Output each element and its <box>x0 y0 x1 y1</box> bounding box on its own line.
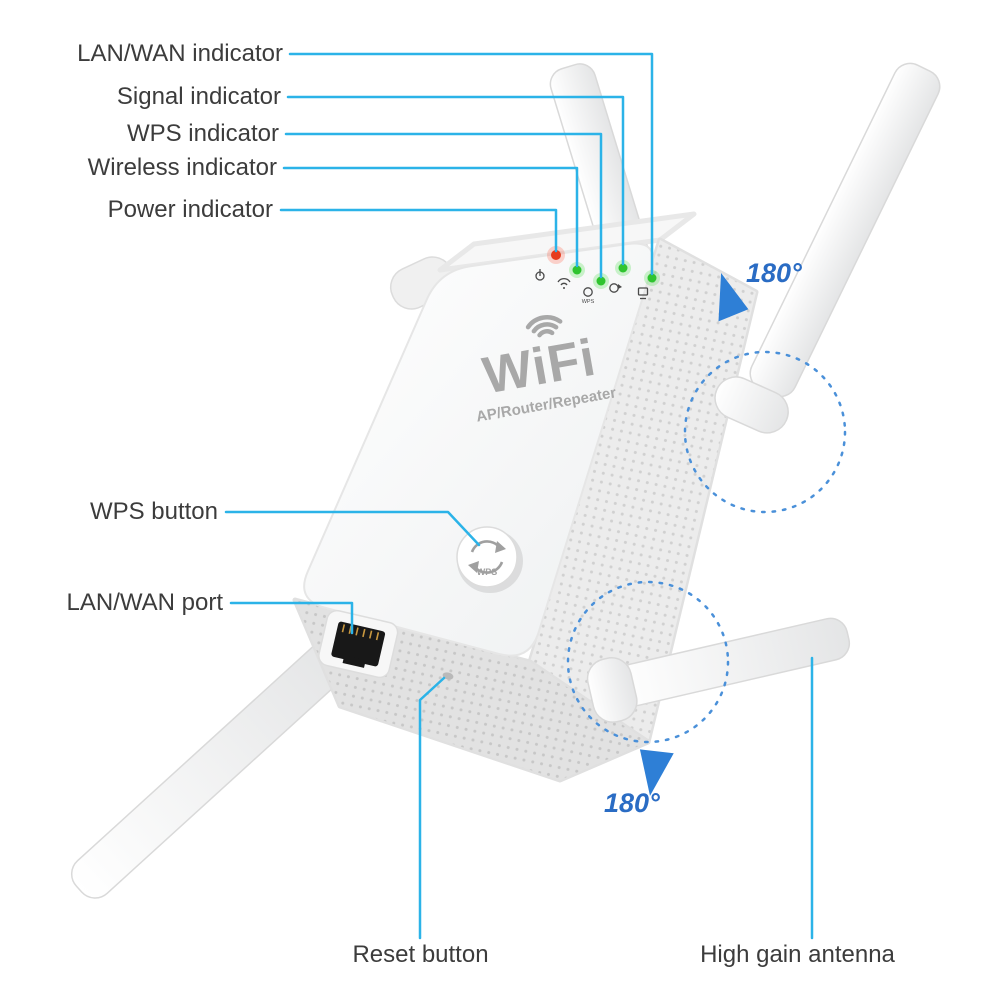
wifi-icon <box>557 278 571 289</box>
rotation-arrow-icon <box>718 273 749 322</box>
callout-line-wireless-indicator <box>282 166 579 268</box>
wps-button: WPS <box>456 526 523 593</box>
wps-icon <box>583 287 593 297</box>
label-lan-wan-port: LAN/WAN port <box>66 589 223 616</box>
callout-line-wps-indicator <box>284 132 603 279</box>
wps-led <box>593 273 609 289</box>
signal-led <box>615 260 631 276</box>
label-power-indicator: Power indicator <box>107 196 273 223</box>
power-icon <box>535 269 545 281</box>
label-lan-wan-indicator: LAN/WAN indicator <box>77 40 283 67</box>
dashed-circle <box>566 580 730 744</box>
label-wireless-indicator: Wireless indicator <box>87 154 277 181</box>
rotation-arrow-icon <box>639 749 674 796</box>
led-row: WPS <box>535 246 660 305</box>
wps-button-text: WPS <box>477 567 498 577</box>
antenna-hinge <box>714 376 789 434</box>
rotation-angle-top: 180° <box>746 258 802 288</box>
callout-line-reset-button <box>418 676 446 940</box>
label-high-gain-antenna: High gain antenna <box>700 941 895 968</box>
callout-line-lan-wan-port <box>229 601 354 635</box>
dashed-circle <box>683 350 847 514</box>
rotation-angle-bottom: 180° <box>604 788 660 818</box>
wifi-arcs-icon <box>525 315 563 338</box>
label-wps-indicator: WPS indicator <box>126 120 279 147</box>
label-reset-button: Reset button <box>352 941 489 968</box>
label-signal-indicator: Signal indicator <box>116 83 281 110</box>
rotation-annotation-bottom: 180° <box>566 580 730 818</box>
right-antenna <box>586 617 851 723</box>
power-led <box>547 246 565 264</box>
repeat-icon <box>609 283 622 293</box>
reset-hole <box>442 672 454 680</box>
lan-wan-port <box>318 609 399 679</box>
callout-line-power-indicator <box>279 208 558 253</box>
lan-icon <box>637 287 649 300</box>
label-wps-button: WPS button <box>89 498 218 525</box>
wireless-led <box>569 262 585 278</box>
rotation-annotation-top: 180° <box>683 258 847 514</box>
bottom-left-antenna <box>70 641 350 899</box>
callout-line-lan-wan-indicator <box>288 52 654 276</box>
lan-wan-led <box>644 270 660 286</box>
antenna-hinge <box>586 657 638 723</box>
wps-led-caption: WPS <box>582 299 595 305</box>
top-right-antenna <box>714 62 941 434</box>
callout-line-signal-indicator <box>286 95 625 266</box>
callout-line-wps-button <box>224 510 481 547</box>
